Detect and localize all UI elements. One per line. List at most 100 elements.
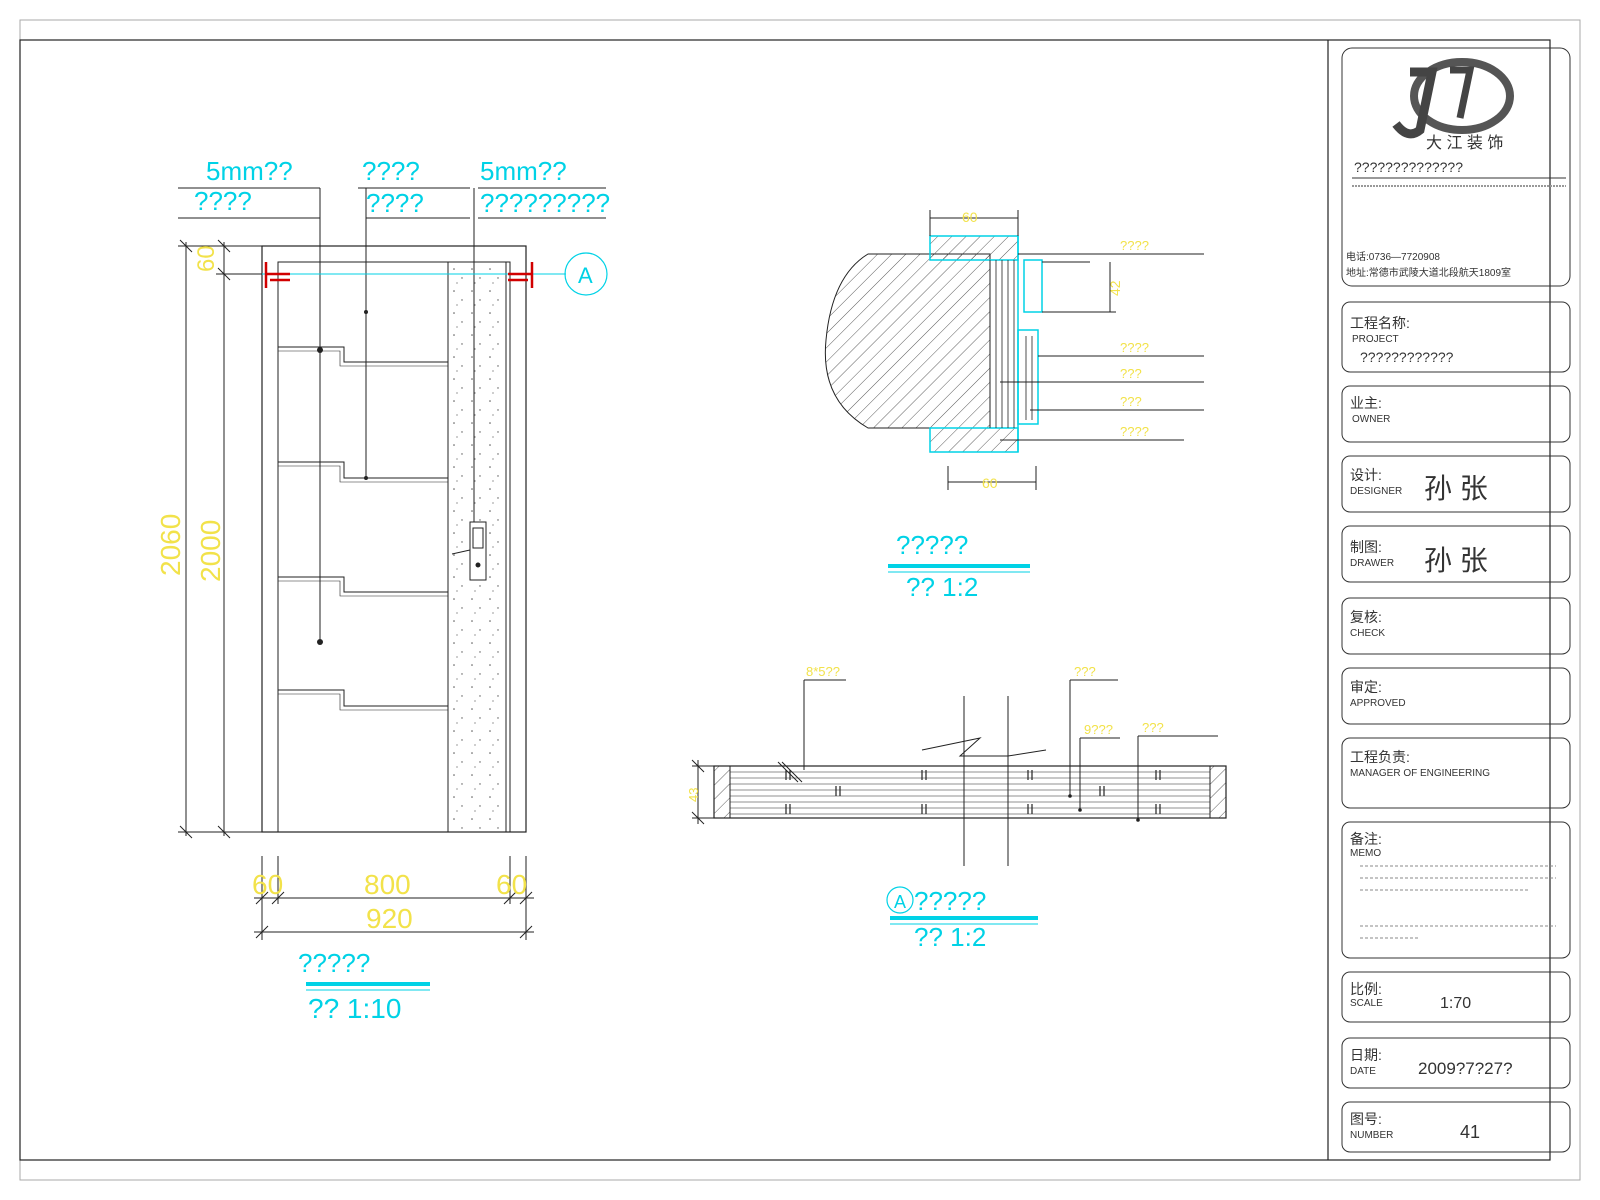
date-label-en: DATE (1350, 1066, 1376, 1077)
detail-bottom-label: 9??? (1084, 722, 1113, 737)
memo-fine-print (1360, 865, 1556, 939)
dim-middle: 800 (364, 869, 411, 900)
detail-top-scale: ?? 1:2 (906, 572, 978, 602)
callout-text: ???? (362, 156, 420, 186)
drawer-panel (1341, 525, 1571, 583)
bottom-section-detail: 8*5?? ??? 9??? ??? 43 A ????? ?? 1:2 (686, 664, 1227, 952)
dim-left: 60 (252, 869, 283, 900)
door-handle-icon (451, 521, 487, 581)
dim-right: 60 (496, 869, 527, 900)
section-marker (564, 252, 608, 296)
project-panel (1341, 301, 1571, 373)
door-elevation: 5mm?? ???? ???? 5mm?? ???? ????????? (155, 156, 610, 1024)
number-label: 图号: (1350, 1111, 1382, 1127)
detail-bottom-label: 8*5?? (806, 664, 840, 679)
callout-text: 5mm?? (480, 156, 567, 186)
drawer-value: 孙 张 (1424, 545, 1488, 576)
door-leaf-edge (1017, 329, 1039, 425)
scale-label: 比例: (1350, 981, 1382, 997)
detail-top-title: ????? (896, 530, 968, 560)
dim-leaf-height: 2000 (195, 520, 226, 582)
check-label-en: CHECK (1350, 628, 1385, 639)
number-label-en: NUMBER (1350, 1130, 1393, 1141)
drawer-label-en: DRAWER (1350, 558, 1394, 569)
date-label: 日期: (1350, 1047, 1382, 1063)
door-leaf (277, 261, 511, 833)
company-panel (1341, 47, 1571, 287)
detail-label: ???? (1120, 424, 1149, 439)
cut-mark-left (264, 262, 290, 288)
threshold-bar (713, 765, 1227, 819)
inner-border (19, 39, 1551, 1161)
door-stop (1023, 259, 1043, 313)
detail-marker (886, 886, 914, 914)
check-label: 复核: (1350, 609, 1382, 625)
detail-bottom-title: ????? (914, 886, 986, 916)
wall-hatch (824, 253, 991, 429)
outer-border (19, 19, 1581, 1181)
frame-cyan-top (929, 235, 1019, 261)
designer-panel (1341, 455, 1571, 513)
owner-label-en: OWNER (1352, 414, 1390, 425)
dim-top-gap: 60 (193, 245, 220, 272)
number-value: 41 (1460, 1122, 1480, 1142)
manager-label-en: MANAGER OF ENGINEERING (1350, 768, 1490, 779)
svg-text:大 江 装 饰: 大 江 装 饰 (1426, 134, 1503, 152)
approved-label-en: APPROVED (1350, 698, 1406, 709)
memo-label: 备注: (1350, 831, 1382, 847)
company-name: ?????????????? (1354, 159, 1463, 175)
elevation-title: ????? (298, 948, 370, 978)
date-value: 2009?7?27? (1418, 1059, 1513, 1078)
company-address: 地址:常德市武陵大道北段航天1809室 (1346, 266, 1511, 279)
check-panel (1341, 597, 1571, 655)
dim-overall-width: 920 (366, 903, 413, 934)
date-panel (1341, 1037, 1571, 1089)
project-label: 工程名称: (1350, 315, 1410, 331)
section-marker-label: A (578, 263, 593, 288)
detail-label: ???? (1120, 340, 1149, 355)
bar-end-left (713, 765, 731, 819)
designer-label-en: DESIGNER (1350, 486, 1402, 497)
detail-right-dim: 42 (1107, 280, 1123, 296)
designer-label: 设计: (1350, 467, 1382, 483)
owner-panel (1341, 385, 1571, 443)
detail-bottom-scale: ?? 1:2 (914, 922, 986, 952)
scale-label-en: SCALE (1350, 998, 1383, 1009)
scale-value: 1:70 (1440, 995, 1471, 1012)
dim-overall-height: 2060 (155, 514, 186, 576)
company-logo-icon: 大 江 装 饰 (1392, 58, 1514, 152)
number-panel (1341, 1101, 1571, 1153)
detail-bottom-label: ??? (1142, 720, 1164, 735)
manager-panel (1341, 737, 1571, 809)
detail-label: ??? (1120, 366, 1142, 381)
top-section-detail: 60 60 42 ???? ???? ??? ??? ???? ????? ??… (824, 209, 1204, 602)
project-value: ???????????? (1360, 349, 1454, 365)
callout-text: ???? (366, 188, 424, 218)
memo-panel (1341, 821, 1571, 959)
elevation-scale: ?? 1:10 (308, 993, 401, 1024)
manager-label: 工程负责: (1350, 749, 1410, 765)
callout-text: ????????? (480, 188, 610, 218)
scale-panel (1341, 971, 1571, 1023)
designer-value: 孙 张 (1424, 473, 1488, 504)
detail-bottom-label: ??? (1074, 664, 1096, 679)
cut-mark-right (508, 262, 534, 288)
title-block: 大 江 装 饰 ?????????????? 电话:0736—7720908 地… (1341, 47, 1571, 1153)
owner-label: 业主: (1350, 395, 1382, 411)
detail-bottom-dim: 43 (686, 788, 701, 802)
memo-label-en: MEMO (1350, 848, 1381, 859)
callout-text: ???? (194, 186, 252, 216)
detail-label: ??? (1120, 394, 1142, 409)
detail-bottom-dim: 60 (982, 475, 998, 491)
approved-label: 审定: (1350, 679, 1382, 695)
callout-text: 5mm?? (206, 156, 293, 186)
detail-top-dim: 60 (962, 209, 978, 225)
bar-end-right (1209, 765, 1227, 819)
detail-label: ???? (1120, 238, 1149, 253)
detail-marker-label: A (894, 892, 906, 912)
approved-panel (1341, 667, 1571, 725)
project-label-en: PROJECT (1352, 334, 1399, 345)
drawer-label: 制图: (1350, 539, 1382, 555)
company-contact: 电话:0736—7720908 (1346, 250, 1440, 263)
